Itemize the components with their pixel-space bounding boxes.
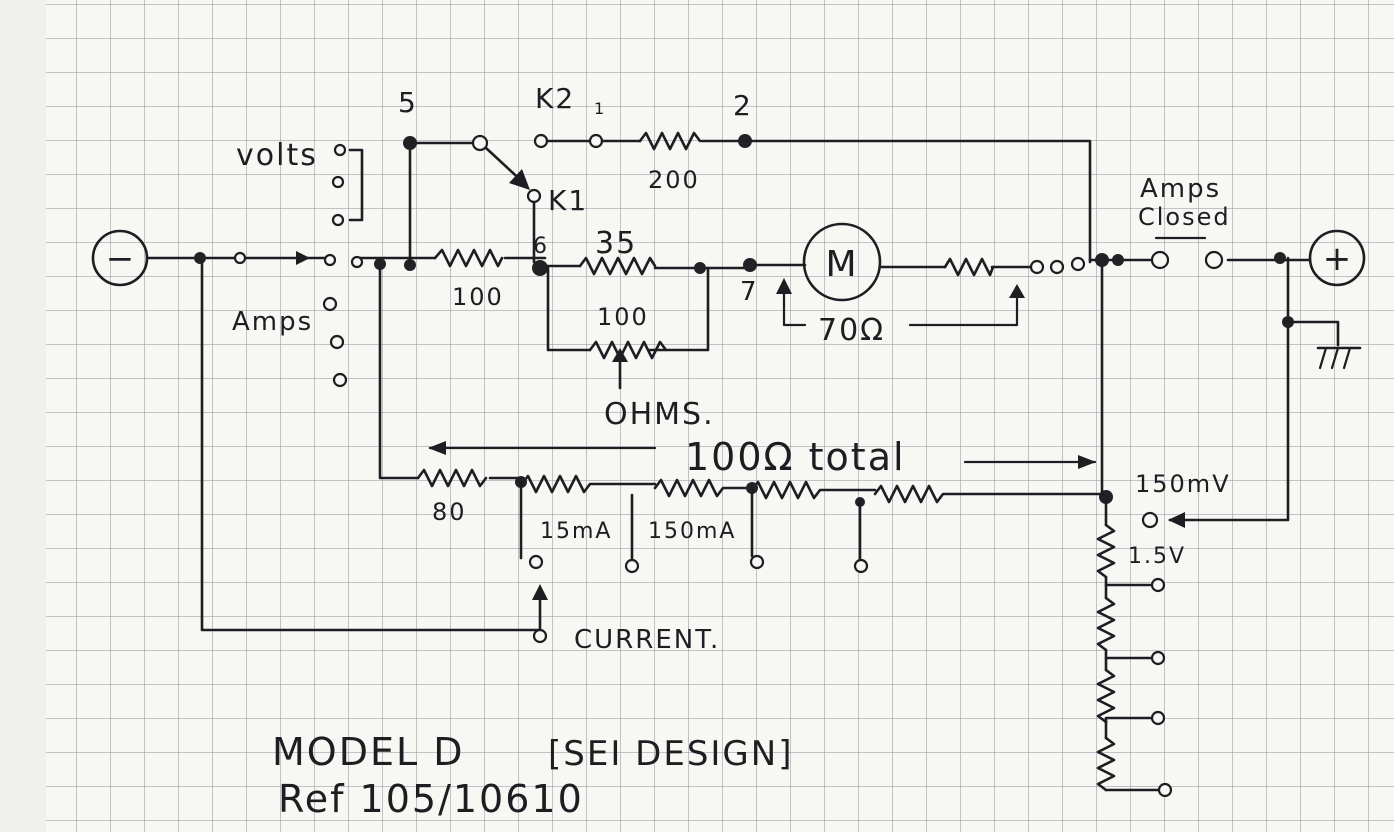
main-wire [145, 251, 1312, 270]
svg-text:CURRENT.: CURRENT. [574, 625, 720, 655]
k2-contacts: K2 1 2 200 [533, 82, 1092, 264]
svg-text:volts: volts [236, 138, 318, 173]
svg-text:MODEL D: MODEL D [272, 730, 464, 774]
svg-text:7: 7 [740, 277, 759, 307]
resistor-100-main [433, 248, 504, 268]
meter-movement: M 7 [740, 222, 882, 307]
svg-text:100: 100 [452, 283, 504, 311]
svg-text:Amps: Amps [232, 307, 313, 337]
svg-text:70Ω: 70Ω [818, 313, 885, 348]
svg-text:Closed: Closed [1138, 203, 1231, 231]
ground-symbol [1141, 256, 1362, 529]
svg-text:2: 2 [733, 89, 753, 122]
svg-text:150mA: 150mA [648, 519, 736, 544]
ohms-rheostat: 100 OHMS. [546, 266, 715, 432]
amps-selector: Amps [232, 296, 348, 388]
svg-text:100: 100 [597, 303, 649, 331]
title-block: MODEL D [SEI DESIGN] Ref 105/10610 [272, 730, 793, 821]
svg-text:−: − [106, 239, 135, 279]
voltage-multiplier-chain: 150mV 1.5V [1096, 264, 1231, 798]
svg-text:100Ω total: 100Ω total [685, 435, 906, 479]
svg-text:5: 5 [398, 86, 418, 119]
svg-text:1.5V: 1.5V [1128, 544, 1186, 569]
k1-switch: 5 K1 6 [398, 86, 588, 264]
amps-closed-switch: Amps Closed [1138, 174, 1231, 270]
paper-margin [0, 0, 46, 832]
volts-selector: volts [236, 138, 364, 269]
svg-text:15mA: 15mA [540, 519, 612, 544]
svg-text:[SEI DESIGN]: [SEI DESIGN] [548, 734, 793, 774]
svg-text:1: 1 [594, 99, 606, 118]
svg-text:K2: K2 [535, 82, 575, 115]
svg-text:+: + [1323, 239, 1352, 279]
svg-text:Ref 105/10610: Ref 105/10610 [278, 777, 584, 821]
current-return-wire [200, 256, 542, 632]
positive-terminal: + [1308, 229, 1366, 287]
svg-text:80: 80 [432, 498, 467, 526]
svg-text:Amps: Amps [1140, 174, 1221, 204]
svg-text:150mV: 150mV [1135, 470, 1231, 498]
svg-text:200: 200 [648, 166, 700, 194]
total-annotation: 100Ω total [428, 435, 1097, 479]
resistor-35 [578, 256, 657, 276]
svg-text:M: M [825, 244, 858, 285]
svg-text:35: 35 [595, 226, 637, 261]
resistor-70-ohm: 70Ω [776, 256, 1086, 348]
svg-text:K1: K1 [548, 184, 588, 217]
shunt-chain: 80 15mA 150mA CURRENT. [378, 262, 1113, 655]
svg-text:OHMS.: OHMS. [604, 397, 715, 432]
svg-text:6: 6 [533, 234, 549, 259]
negative-terminal: − [91, 229, 149, 287]
